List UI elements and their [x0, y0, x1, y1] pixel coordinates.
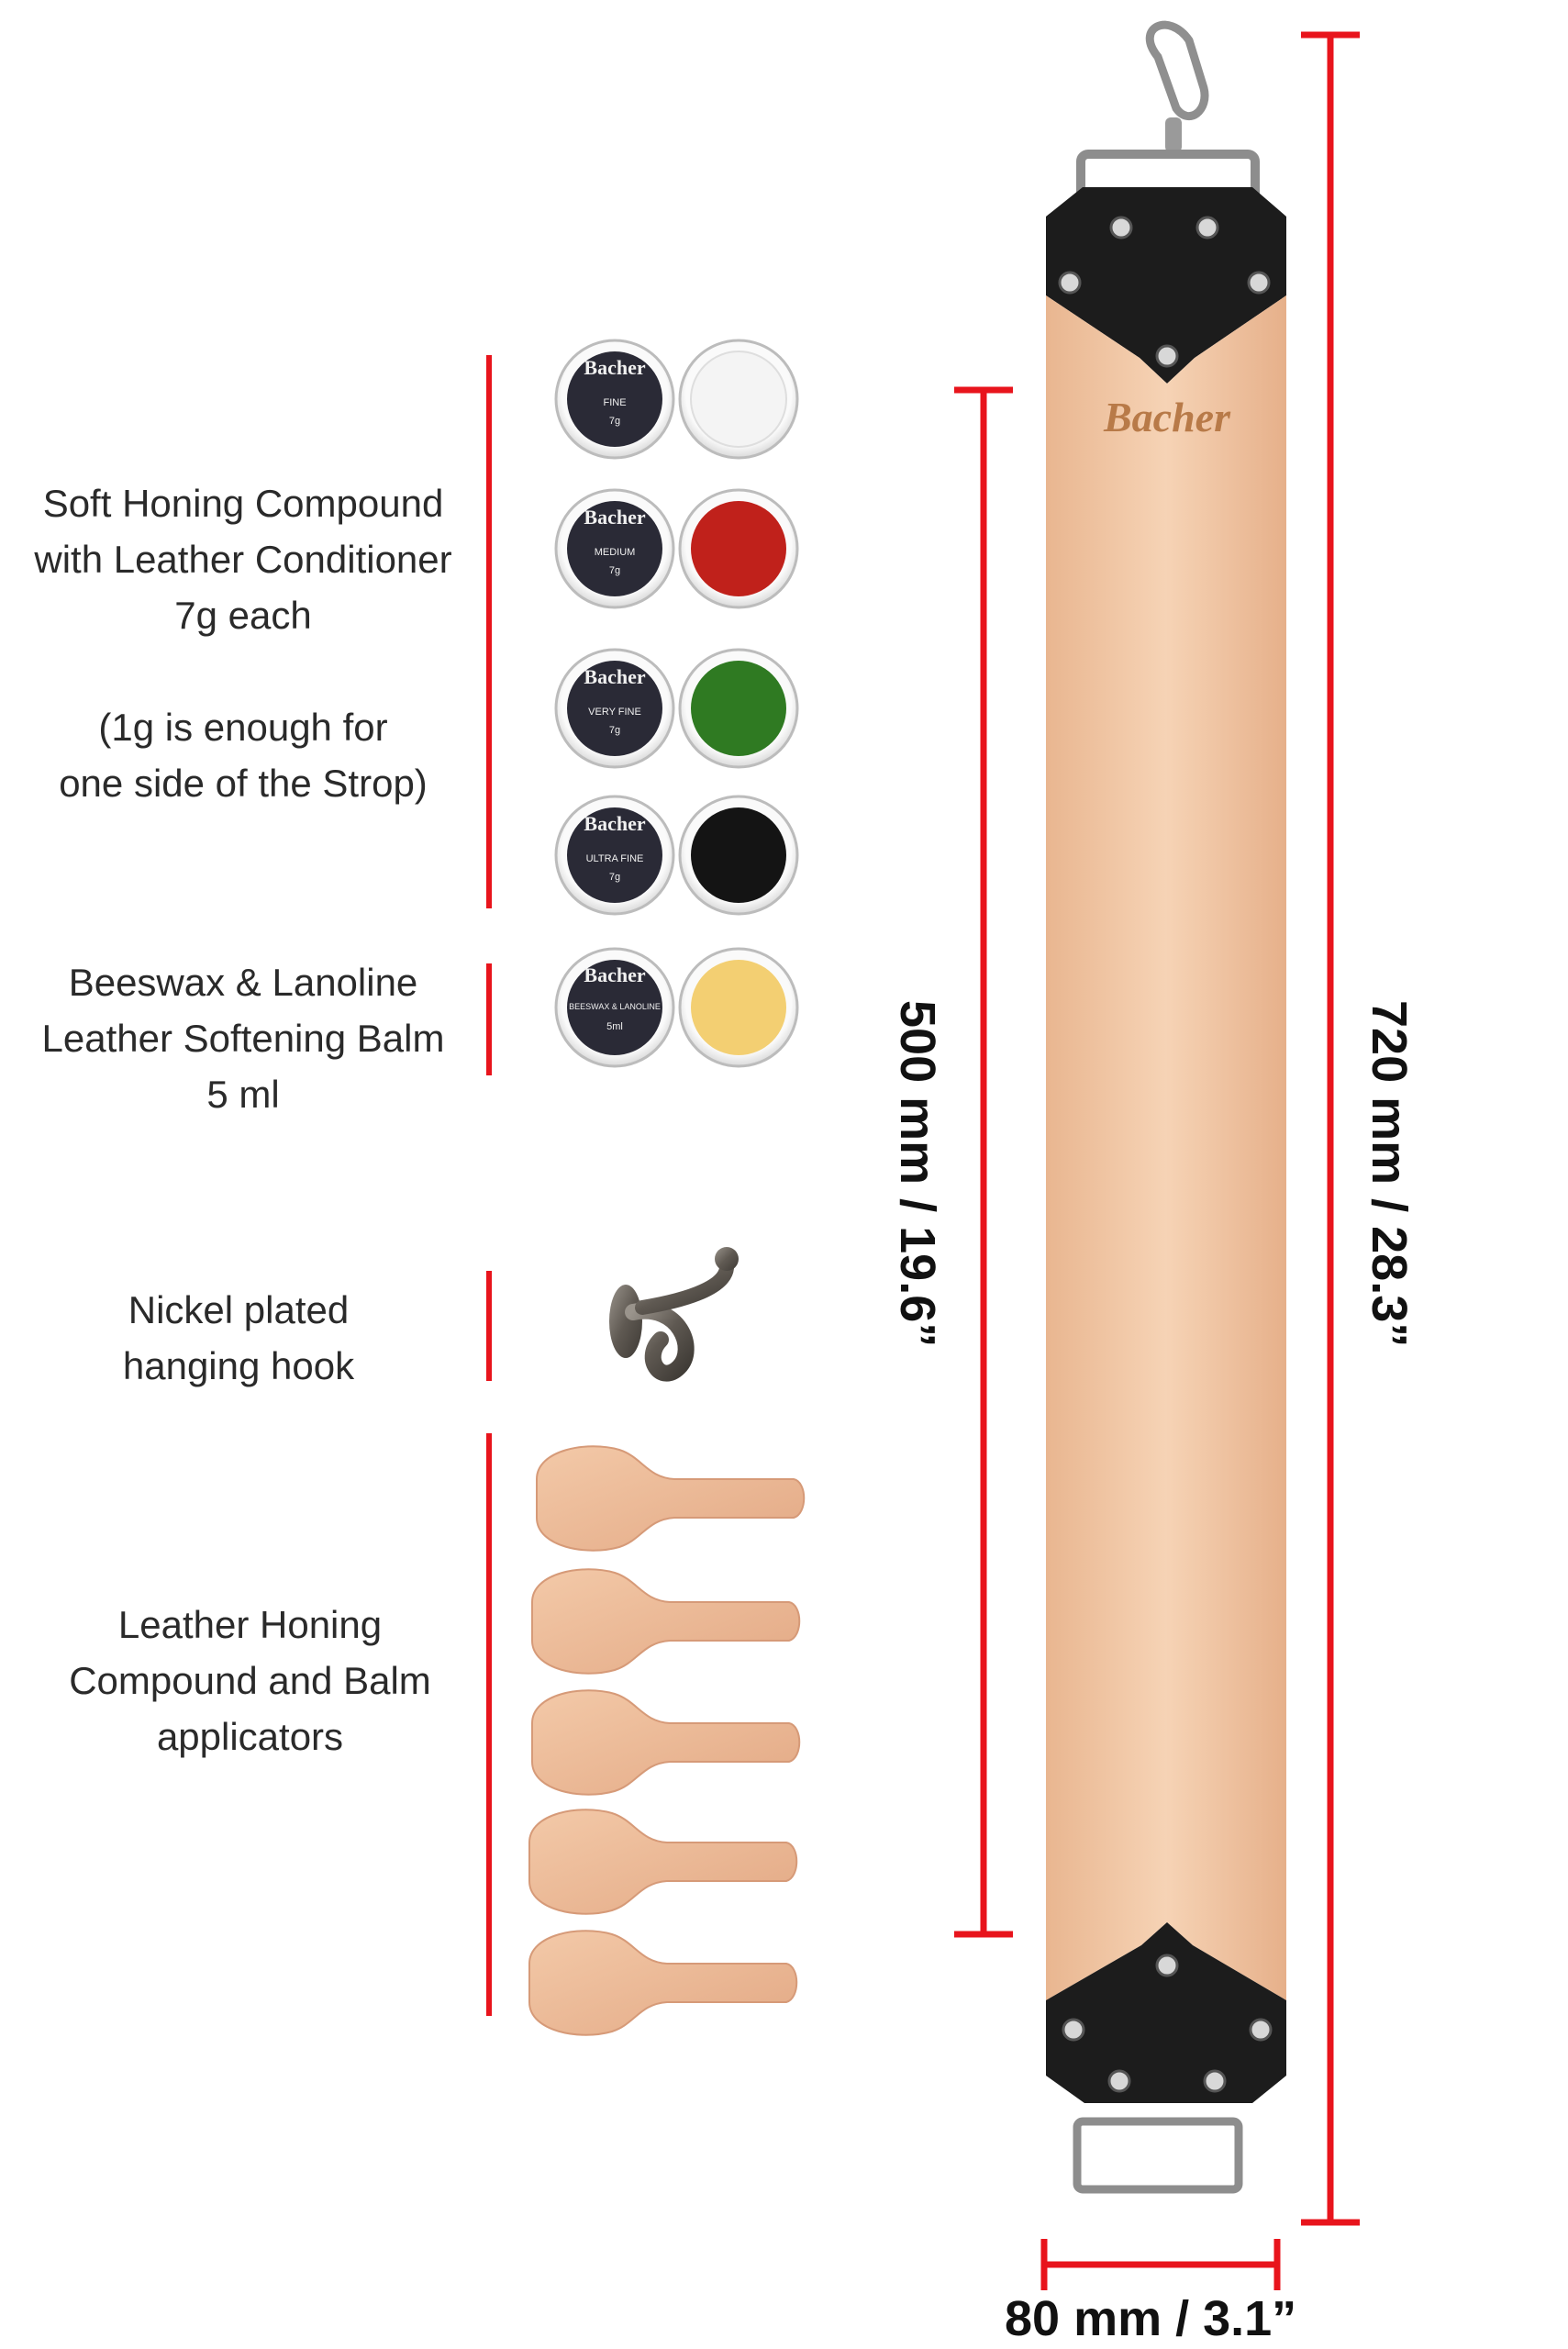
bottom-leather-tab — [1046, 1922, 1286, 2103]
hook-bracket — [486, 1271, 492, 1381]
carabiner-icon — [1145, 20, 1209, 152]
tin-very-fine: Bacher VERY FINE 7g — [554, 648, 799, 769]
hanging-hook-icon — [609, 1247, 739, 1382]
svg-text:Bacher: Bacher — [584, 356, 645, 379]
svg-text:ULTRA FINE: ULTRA FINE — [586, 853, 644, 864]
svg-text:7g: 7g — [609, 565, 620, 576]
applicators-bracket — [486, 1433, 492, 2016]
svg-text:7g: 7g — [609, 725, 620, 736]
bottom-rivets — [1062, 1954, 1273, 2093]
svg-text:Bacher: Bacher — [584, 665, 645, 688]
dimension-lines — [954, 31, 1360, 2290]
applicators — [528, 1445, 806, 2036]
svg-text:Bacher: Bacher — [584, 506, 645, 529]
compound-bracket — [486, 355, 492, 908]
svg-text:BEESWAX & LANOLINE: BEESWAX & LANOLINE — [569, 1002, 661, 1011]
svg-text:7g: 7g — [609, 416, 620, 427]
top-leather-tab — [1046, 187, 1286, 384]
top-rivets — [1058, 216, 1271, 368]
applicators-label: Leather Honing Compound and Balm applica… — [69, 1603, 431, 1758]
strop: Bacher — [1046, 20, 1286, 2194]
total-length-label: 720 mm / 28.3” — [1362, 1000, 1417, 1347]
hook-label: Nickel plated hanging hook — [122, 1288, 355, 1387]
balm-bracket — [486, 963, 492, 1075]
svg-text:MEDIUM: MEDIUM — [595, 547, 636, 558]
svg-text:Bacher: Bacher — [584, 812, 645, 835]
svg-text:5ml: 5ml — [606, 1021, 623, 1032]
svg-text:FINE: FINE — [603, 397, 626, 408]
balm-label: Beeswax & Lanoline Leather Softening Bal… — [41, 961, 445, 1116]
tin-balm: Bacher BEESWAX & LANOLINE 5ml — [554, 947, 799, 1068]
svg-text:VERY FINE: VERY FINE — [588, 707, 641, 718]
inner-length-label: 500 mm / 19.6” — [890, 1000, 945, 1347]
compound-tins: Bacher FINE 7g Bacher MEDIUM 7g Bacher V… — [554, 339, 799, 1068]
bottom-ring-icon — [1073, 2117, 1243, 2194]
svg-text:Bacher: Bacher — [584, 963, 645, 986]
compound-label: Soft Honing Compound with Leather Condit… — [34, 482, 452, 805]
tin-ultra-fine: Bacher ULTRA FINE 7g — [554, 795, 799, 916]
tin-medium: Bacher MEDIUM 7g — [554, 488, 799, 609]
width-label: 80 mm / 3.1” — [1005, 2291, 1297, 2346]
svg-text:7g: 7g — [609, 872, 620, 883]
strop-logo: Bacher — [1103, 394, 1231, 440]
strop-leather-body — [1046, 295, 1286, 2000]
tin-fine: Bacher FINE 7g — [554, 339, 799, 460]
